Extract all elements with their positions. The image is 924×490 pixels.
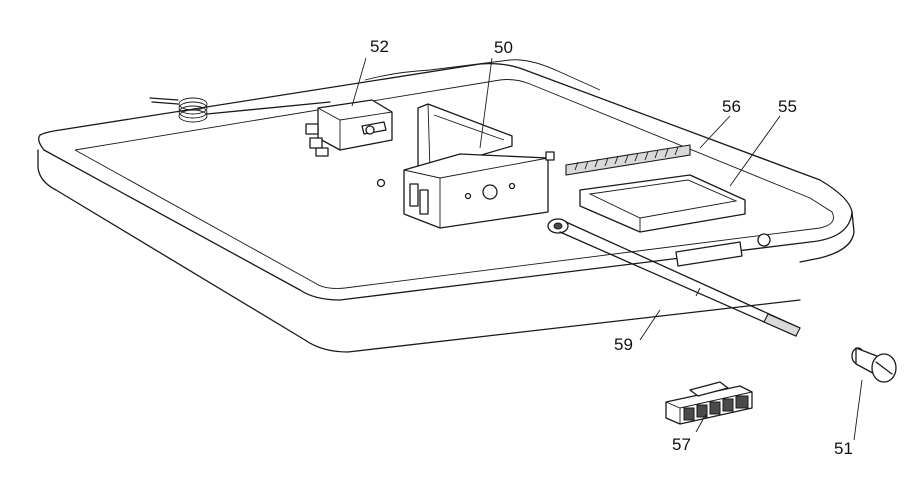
label-50: 50 <box>494 38 513 57</box>
label-59: 59 <box>614 335 633 354</box>
label-57: 57 <box>672 435 691 454</box>
part-51-knob <box>851 347 897 383</box>
part-56-grille <box>565 144 691 176</box>
label-51: 51 <box>834 439 853 458</box>
part-59-rod <box>547 218 801 337</box>
part-50-bracket <box>376 103 555 229</box>
appliance-top-panel <box>37 59 855 353</box>
part-55-panel <box>579 174 746 233</box>
label-52: 52 <box>370 37 389 56</box>
leader-lines <box>351 57 863 441</box>
part-52-thermostat <box>305 99 393 157</box>
part-57-button-block <box>665 381 753 425</box>
panel-slot <box>675 233 771 267</box>
capillary-coil <box>149 97 331 123</box>
label-56: 56 <box>722 97 741 116</box>
label-55: 55 <box>778 97 797 116</box>
